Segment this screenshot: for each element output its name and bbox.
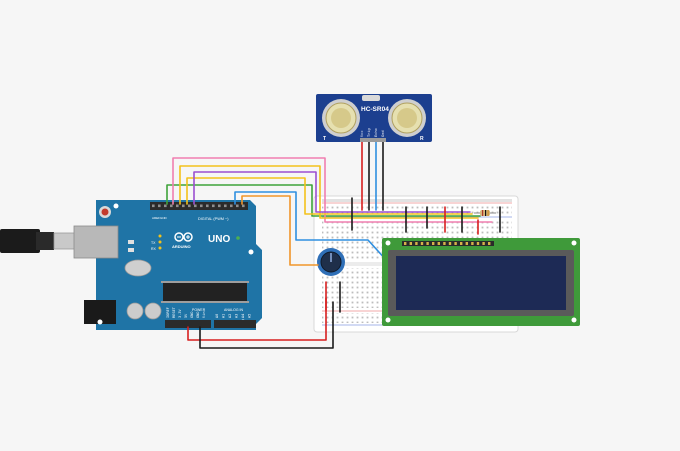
sensor-t-label: T xyxy=(323,136,326,142)
wire-black-gnd xyxy=(199,301,334,349)
digital-header-pin xyxy=(152,204,155,208)
wire-yellow-2 xyxy=(186,177,473,215)
aref-label: AREF xyxy=(152,216,160,220)
sensor-pin-label: Echo xyxy=(374,128,378,137)
analog-pin-label: A4 xyxy=(241,314,245,318)
arduino-uno-board: UNO ARDUINO DIGITAL (PWM ~) AREF GND TX … xyxy=(73,200,262,330)
wire-pink xyxy=(172,157,493,223)
arduino-logo-icon xyxy=(174,232,193,242)
power-pin-label: Vin xyxy=(202,312,206,319)
digital-header-pin xyxy=(170,204,173,208)
wire-blue xyxy=(234,191,389,263)
lcd-header-pin xyxy=(471,242,474,245)
analog-pin-label: A1 xyxy=(222,314,226,318)
lcd-header-pin xyxy=(437,242,440,245)
digital-header-pin xyxy=(194,204,197,208)
power-pin-label: GND xyxy=(196,312,200,319)
power-pin-label: 3.3V xyxy=(178,309,182,318)
uno-label: UNO xyxy=(208,234,230,245)
digital-header-pin xyxy=(176,204,179,208)
usb-cable xyxy=(0,229,79,253)
lcd-screen xyxy=(396,256,566,310)
analog-pin-label: A5 xyxy=(248,314,252,318)
sensor-pin-label: Trig xyxy=(367,128,371,137)
usb-port xyxy=(73,225,119,259)
lcd-header-pin xyxy=(476,242,480,245)
sensor-r-label: R xyxy=(420,136,424,142)
digital-pin-labels xyxy=(152,204,245,208)
lcd-header-pin xyxy=(460,242,463,245)
digital-header-pin xyxy=(206,204,209,208)
lcd-header-pin xyxy=(482,242,485,245)
lcd-header-pin xyxy=(426,242,429,245)
sensor-pin-label: Vcc xyxy=(360,131,364,138)
wires xyxy=(166,141,501,349)
power-pin-label: RESET xyxy=(172,306,176,318)
analog-in-label: ANALOG IN xyxy=(224,308,244,312)
power-label: POWER xyxy=(192,308,206,312)
digital-header-pin xyxy=(242,204,245,208)
arduino-brand: ARDUINO xyxy=(172,244,191,249)
digital-header-pin xyxy=(212,204,215,208)
wire-green xyxy=(166,184,481,217)
lcd-header-pin xyxy=(415,242,418,245)
wire-purple xyxy=(193,171,471,213)
lcd-header-pin xyxy=(443,242,446,245)
digital-header-pin xyxy=(224,204,227,208)
digital-header-pin xyxy=(182,204,185,208)
analog-header xyxy=(214,320,256,328)
lcd-header-pin xyxy=(465,242,468,245)
resistor xyxy=(474,210,496,216)
gnd-label: GND xyxy=(160,216,168,220)
digital-header-label: DIGITAL (PWM ~) xyxy=(198,217,229,221)
digital-header-pin xyxy=(236,204,239,208)
sensor-pin-label: Gnd xyxy=(381,131,385,138)
lcd-display xyxy=(382,238,580,326)
lcd-header-pin xyxy=(404,242,407,245)
wire-orange xyxy=(241,195,319,266)
sensor-model-label: HC-SR04 xyxy=(361,106,389,113)
lcd-header-pin xyxy=(488,242,491,245)
digital-header-pin xyxy=(158,204,161,208)
rx-label: RX xyxy=(151,247,157,251)
digital-header-pin xyxy=(218,204,221,208)
wire-red-5v xyxy=(187,297,327,341)
power-pin-label: GND xyxy=(190,312,194,319)
lcd-header-pin xyxy=(448,242,452,245)
analog-pin-label: A3 xyxy=(235,314,239,318)
atmega-chip xyxy=(163,283,247,301)
lcd-header-pin xyxy=(420,242,424,245)
potentiometer[interactable] xyxy=(317,248,345,276)
power-pin-label: 5V xyxy=(184,313,188,318)
power-header xyxy=(165,320,211,328)
digital-header-pin xyxy=(188,204,191,208)
tx-label: TX xyxy=(151,241,156,245)
lcd-header-pin xyxy=(432,242,435,245)
digital-header-pin xyxy=(164,204,167,208)
lcd-header-pin xyxy=(409,242,412,245)
analog-pin-label: A2 xyxy=(228,314,232,318)
power-pin-label: IOREF xyxy=(166,307,170,318)
analog-pin-label: A0 xyxy=(215,314,219,318)
digital-header-pin xyxy=(230,204,233,208)
lcd-header-pin xyxy=(454,242,457,245)
digital-header-pin xyxy=(200,204,203,208)
wire-yellow xyxy=(179,165,479,219)
digital-header xyxy=(150,202,248,210)
